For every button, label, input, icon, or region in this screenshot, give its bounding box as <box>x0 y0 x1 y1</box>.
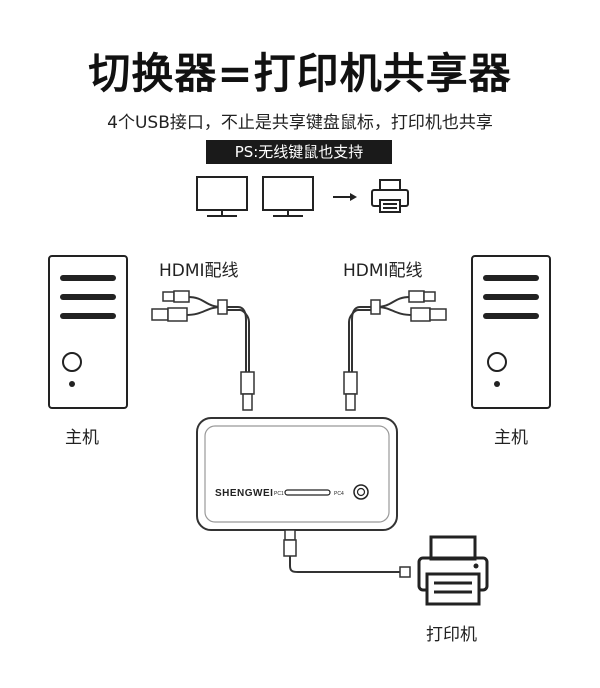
hdmi-cable-label-right: HDMI配线 <box>343 261 423 281</box>
usb-plug-icon <box>399 566 411 578</box>
hdmi-cable-right <box>348 296 414 372</box>
hdmi-cable-left <box>184 296 250 372</box>
usb-plug-icon <box>162 290 190 303</box>
hdmi-plug-icon <box>240 371 255 411</box>
page-title: 切换器=打印机共享器 <box>88 49 512 98</box>
usb-cable-printer <box>289 556 400 573</box>
power-button-icon <box>353 484 369 500</box>
brand-logo: SHENGWEI <box>215 488 273 499</box>
host-label-left: 主机 <box>65 428 99 448</box>
usb-plug-icon <box>408 290 436 303</box>
arrow-right-icon <box>333 193 357 201</box>
kvm-switch-device: SHENGWEI PC1 PC4 <box>196 417 398 531</box>
host-label-right: 主机 <box>494 428 528 448</box>
ps-note-badge: PS:无线键鼠也支持 <box>206 140 392 164</box>
monitor-icon <box>262 176 314 217</box>
subtitle: 4个USB接口，不止是共享键盘鼠标，打印机也共享 <box>107 113 493 133</box>
hdmi-plug-icon <box>151 307 188 322</box>
hdmi-plug-icon <box>343 371 358 411</box>
hdmi-cable-label-left: HDMI配线 <box>159 261 239 281</box>
monitor-icon <box>196 176 248 217</box>
hdmi-plug-icon <box>410 307 447 322</box>
port-label-left: PC1 <box>274 491 284 497</box>
computer-tower-icon <box>48 255 128 409</box>
printer-icon <box>371 179 409 213</box>
usb-plug-icon <box>283 529 297 557</box>
printer-label: 打印机 <box>426 625 477 645</box>
computer-tower-icon <box>471 255 551 409</box>
port-label-right: PC4 <box>334 491 344 497</box>
printer-icon <box>417 535 489 606</box>
